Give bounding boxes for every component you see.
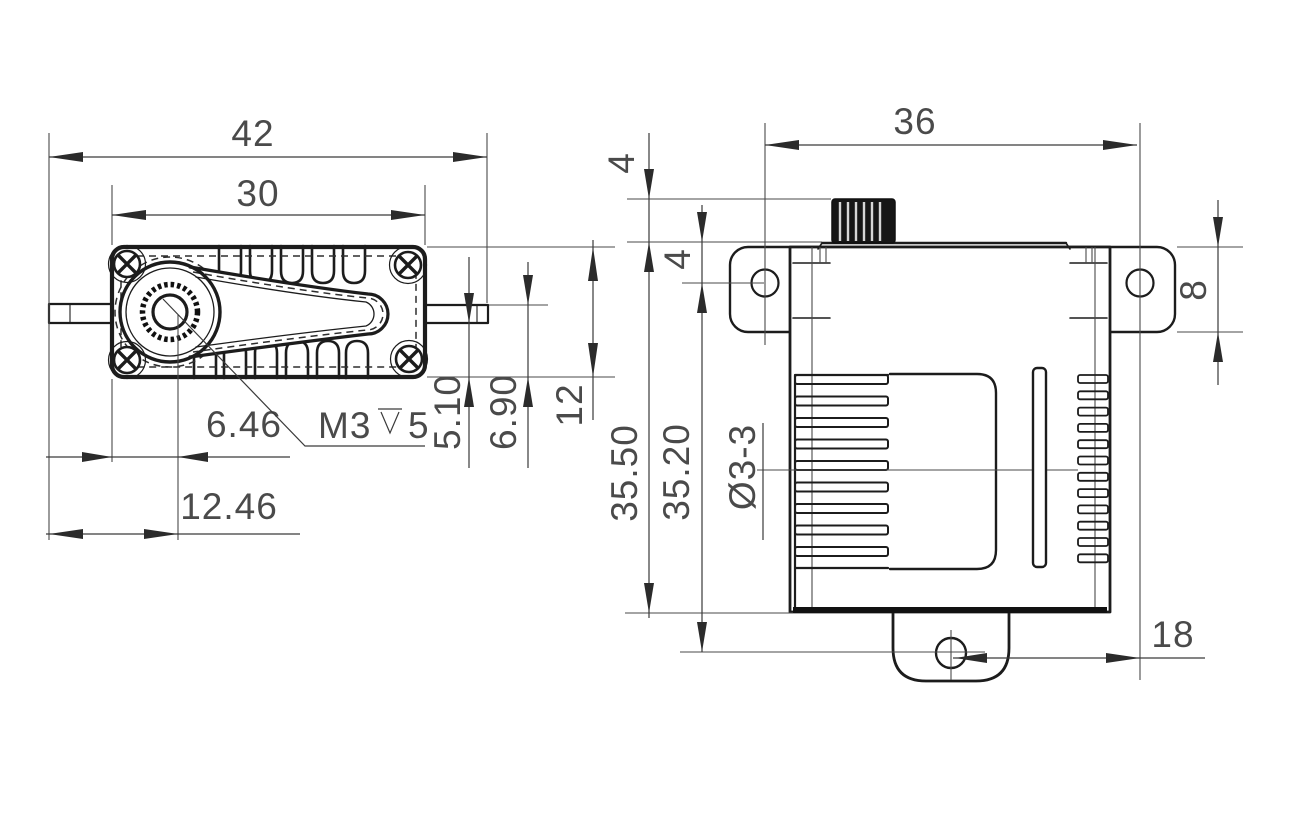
dim-overall-width: 42 bbox=[49, 113, 487, 162]
dim-case-height: 12 bbox=[549, 240, 598, 427]
dim-label-4a: 4 bbox=[601, 152, 642, 174]
side-pin-callout: Ø3-3 bbox=[722, 423, 764, 540]
side-case-outline bbox=[788, 245, 1112, 614]
screw-icon bbox=[107, 244, 147, 284]
thread-depth-label: 5 bbox=[408, 405, 430, 446]
dim-label-35.20: 35.20 bbox=[656, 423, 697, 521]
dim-bottom-hole-offset: 18 bbox=[953, 614, 1205, 663]
depth-symbol-icon bbox=[378, 408, 402, 435]
dim-case-width: 30 bbox=[112, 173, 425, 220]
dim-label-6.46: 6.46 bbox=[206, 404, 282, 445]
dim-horn-offset-outer: 12.46 bbox=[46, 486, 300, 539]
screw-icon bbox=[389, 339, 429, 379]
corner-screws bbox=[107, 244, 429, 380]
dim-label-12: 12 bbox=[549, 383, 590, 426]
dim-label-12.46: 12.46 bbox=[180, 486, 278, 527]
screw-icon bbox=[107, 340, 147, 380]
case-parting-line-dashed bbox=[120, 255, 417, 368]
dim-mount-hole-spacing: 36 bbox=[765, 101, 1137, 150]
dimension-lines-side-view: 36 4 35.50 4 35.20 bbox=[601, 101, 1243, 680]
side-pin-right bbox=[423, 303, 490, 325]
output-horn bbox=[118, 260, 390, 364]
dim-label-35.50: 35.50 bbox=[604, 424, 645, 522]
screw-icon bbox=[388, 245, 428, 285]
dim-horn-offset: 6.46 bbox=[46, 404, 290, 462]
dim-hole-offset-and-span: 4 35.20 bbox=[656, 205, 707, 652]
dimension-lines-top-view: 42 30 6.46 12.46 M3 bbox=[46, 113, 615, 540]
heat-sink-fins-right bbox=[1077, 374, 1109, 564]
dim-label-dia3: Ø3-3 bbox=[722, 424, 763, 510]
dim-label-5.10: 5.10 bbox=[427, 374, 468, 450]
servo-side-view: 36 4 35.50 4 35.20 bbox=[601, 101, 1243, 683]
dim-label-42: 42 bbox=[231, 113, 274, 154]
dim-label-4b: 4 bbox=[657, 248, 698, 270]
dim-label-8: 8 bbox=[1173, 279, 1214, 301]
side-pin-left bbox=[47, 302, 114, 325]
servo-top-view: 42 30 6.46 12.46 M3 bbox=[46, 113, 615, 540]
bottom-mount-tab bbox=[891, 608, 1011, 683]
dim-flange-height: 8 bbox=[1173, 200, 1223, 385]
horn-hidden-edge-dashed bbox=[192, 271, 384, 353]
dim-label-36: 36 bbox=[893, 101, 936, 142]
dim-spline-height-and-body: 4 35.50 bbox=[601, 133, 654, 618]
case-slot bbox=[1031, 366, 1048, 569]
dim-label-18: 18 bbox=[1151, 614, 1194, 655]
thread-size-label: M3 bbox=[318, 405, 371, 446]
thread-callout: M3 5 bbox=[162, 298, 430, 447]
screw-boss-lines bbox=[792, 247, 1108, 610]
output-shaft-hole bbox=[151, 293, 189, 331]
spline-shaft bbox=[831, 198, 896, 244]
dim-label-30: 30 bbox=[236, 173, 279, 214]
dim-tab-bottom-offset: 5.10 bbox=[427, 257, 474, 468]
dim-tab-top-offset: 6.90 bbox=[483, 262, 533, 468]
gearbox-inner-outline bbox=[888, 372, 998, 571]
dim-label-6.90: 6.90 bbox=[483, 374, 524, 450]
